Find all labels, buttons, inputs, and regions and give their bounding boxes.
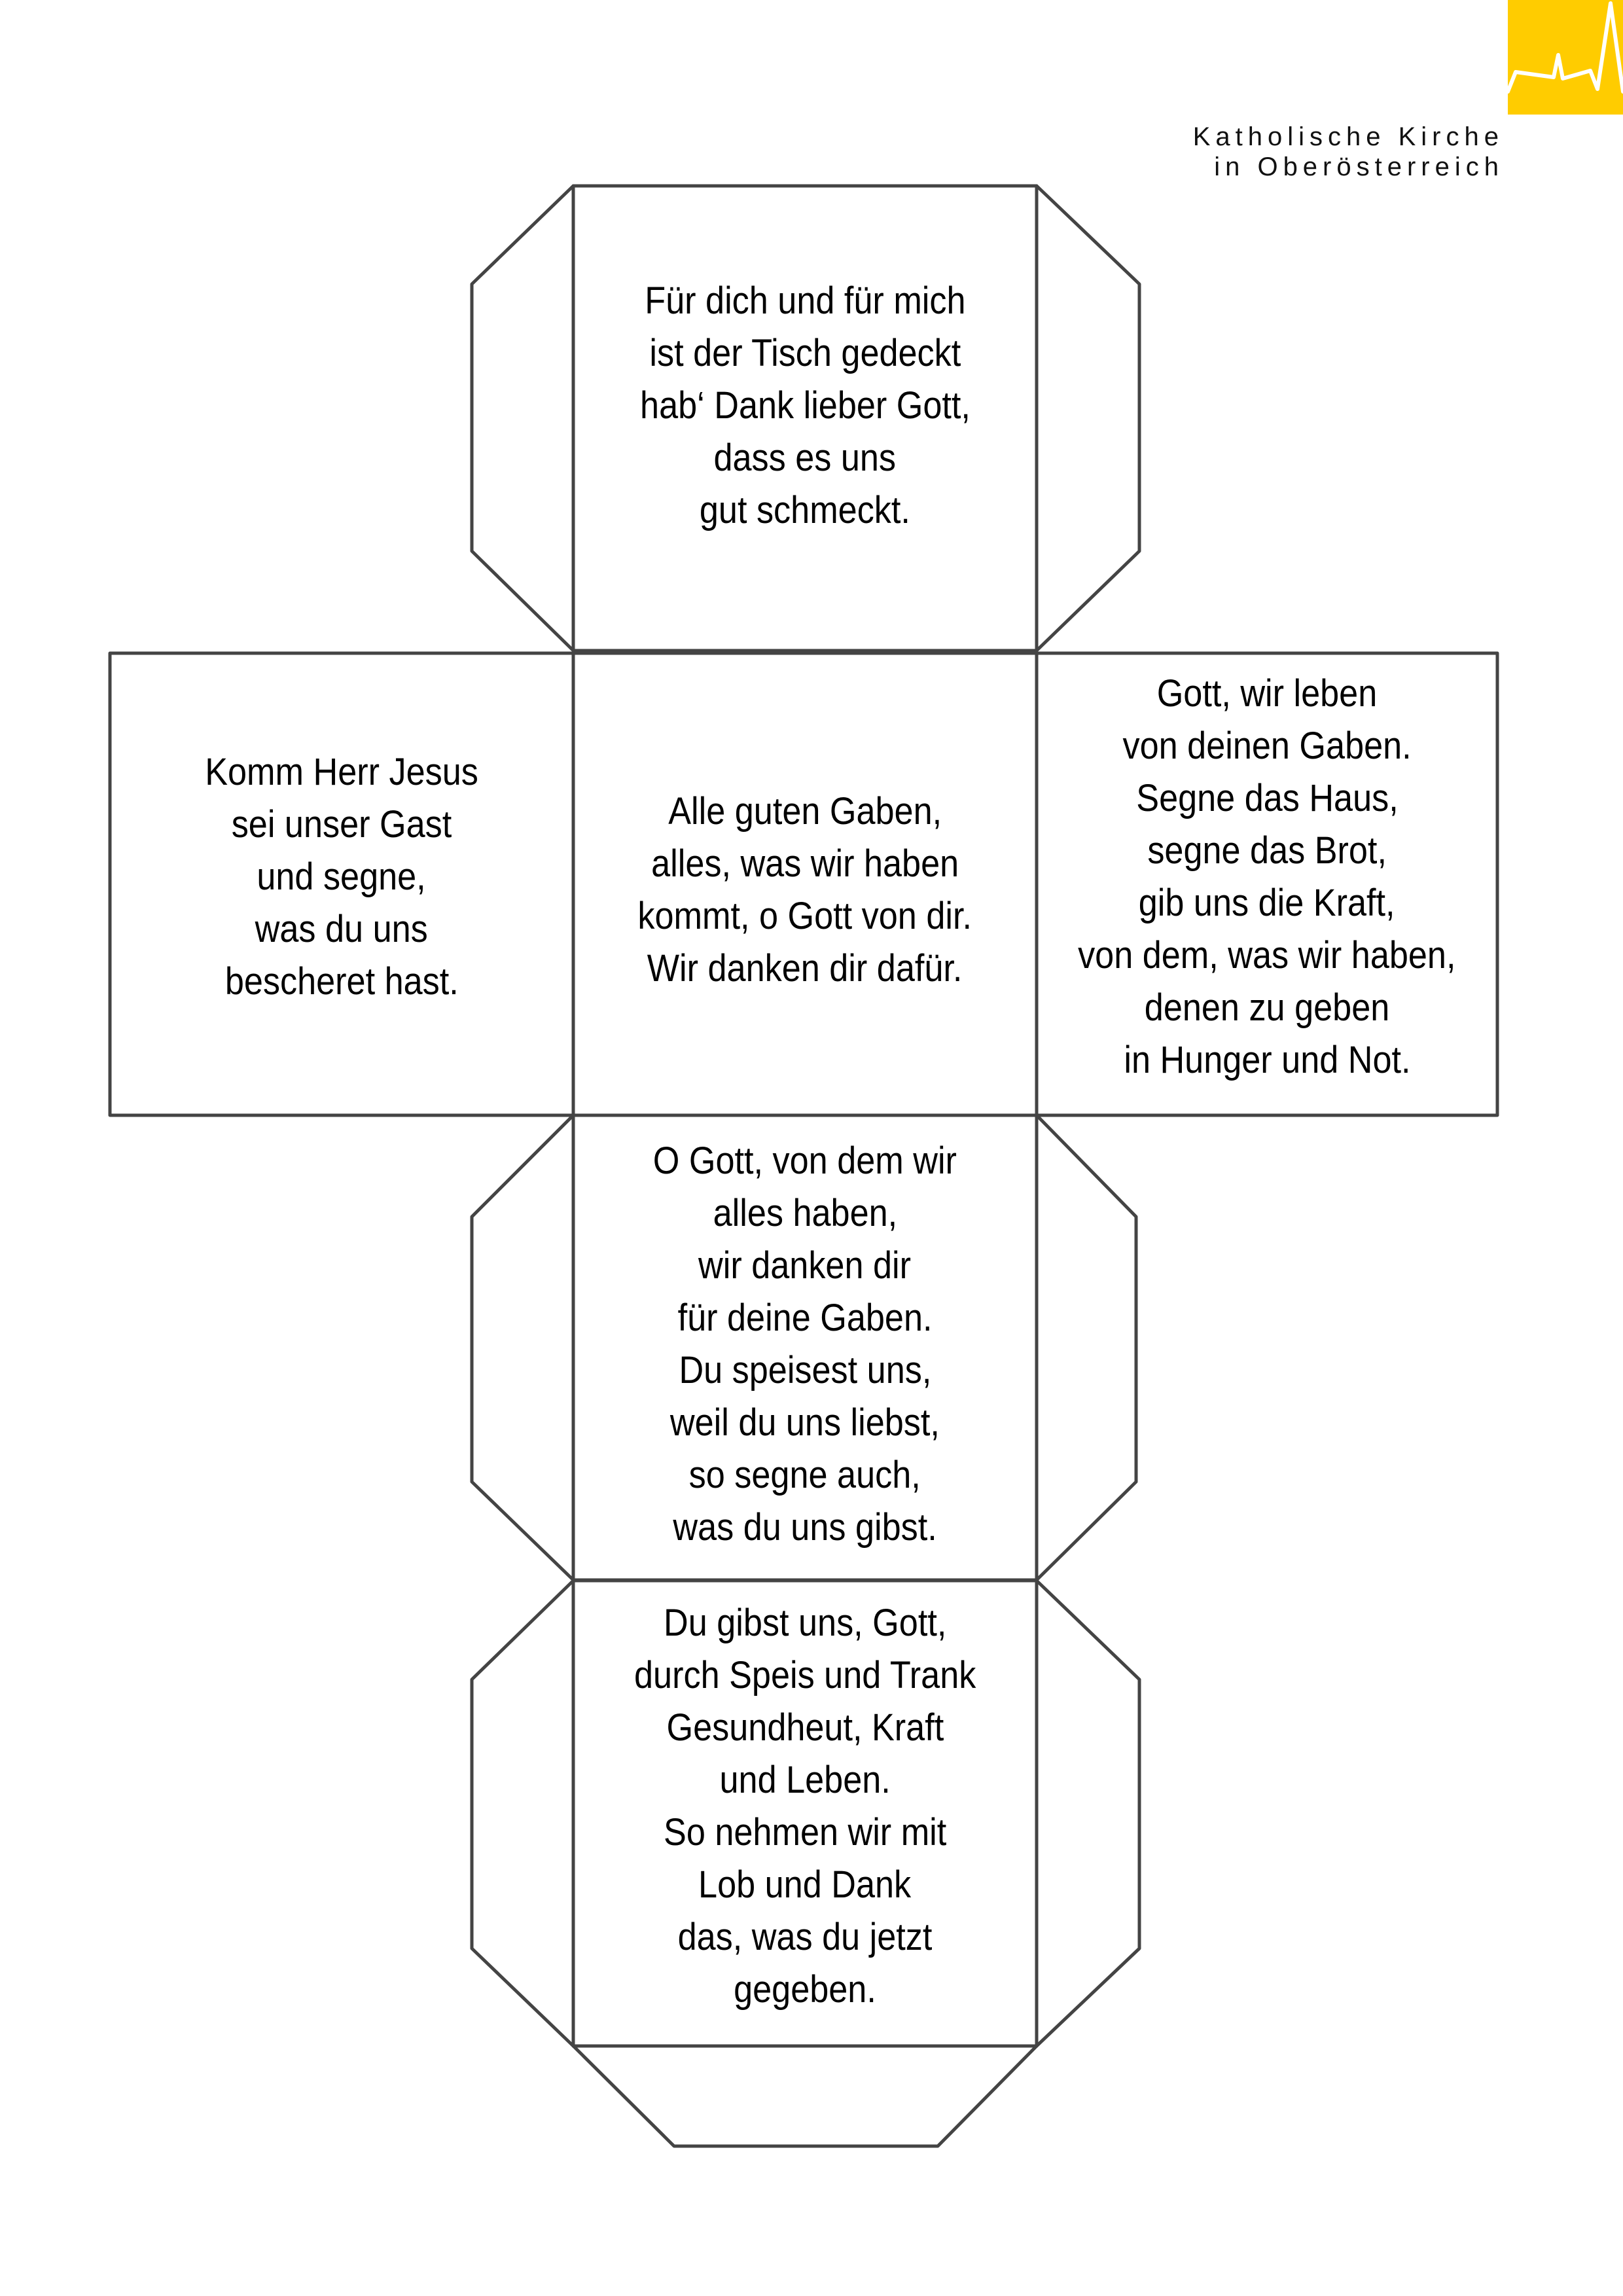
text-line: O Gott, von dem wir	[652, 1139, 957, 1182]
text-line: hab‘ Dank lieber Gott,	[639, 384, 971, 427]
organization-line-1: Katholische Kirche	[1192, 122, 1504, 151]
flap-lower-left	[470, 1113, 575, 1582]
face-right-border	[1035, 651, 1499, 1117]
text-line: gut schmeckt.	[699, 489, 911, 531]
flap-top-right	[1035, 184, 1141, 653]
face-lower-text: O Gott, von dem wir alles haben, wir dan…	[573, 1135, 1037, 1554]
flap-bottom-right	[1035, 1579, 1141, 2048]
text-line: von deinen Gaben.	[1122, 725, 1412, 767]
text-line: und segne,	[257, 855, 427, 898]
text-line: durch Speis und Trank	[633, 1654, 976, 1696]
text-line: Lob und Dank	[698, 1863, 912, 1906]
flap-bottom-left	[470, 1579, 575, 2048]
text-line: segne das Brot,	[1147, 829, 1387, 872]
text-line: sei unser Gast	[231, 803, 452, 846]
text-line: Komm Herr Jesus	[205, 751, 478, 793]
text-line: Du gibst uns, Gott,	[663, 1602, 947, 1644]
text-line: das, was du jetzt	[677, 1916, 933, 1958]
text-line: ist der Tisch gedeckt	[649, 332, 961, 374]
text-line: was du uns	[255, 908, 429, 950]
heartbeat-line-icon	[1506, 1, 1623, 94]
text-line: gegeben.	[734, 1968, 876, 2011]
text-line: denen zu geben	[1144, 986, 1390, 1029]
text-line: und Leben.	[719, 1759, 891, 1801]
text-line: weil du uns liebst,	[669, 1401, 940, 1444]
face-bottom-text: Du gibst uns, Gott, durch Speis und Tran…	[573, 1597, 1037, 2016]
face-top-border	[571, 184, 1039, 653]
face-top-text: Für dich und für mich ist der Tisch gede…	[573, 275, 1037, 537]
text-line: in Hunger und Not.	[1123, 1039, 1411, 1081]
organization-line-2: in Oberösterreich	[1214, 152, 1504, 181]
text-line: von dem, was wir haben,	[1078, 934, 1456, 977]
text-line: Segne das Haus,	[1135, 777, 1399, 819]
text-line: Alle guten Gaben,	[668, 790, 942, 833]
text-line: kommt, o Gott von dir.	[637, 895, 972, 937]
flap-lower-right	[1035, 1113, 1138, 1582]
text-line: gib uns die Kraft,	[1139, 882, 1395, 924]
text-line: für deine Gaben.	[677, 1297, 933, 1339]
face-right-text: Gott, wir leben von deinen Gaben. Segne …	[1037, 668, 1497, 1086]
text-line: alles, was wir haben	[651, 842, 959, 885]
text-line: was du uns gibst.	[673, 1506, 937, 1549]
text-line: Gesundheut, Kraft	[666, 1706, 944, 1749]
face-left-text: Komm Herr Jesus sei unser Gast und segne…	[110, 746, 573, 1008]
face-bottom-border	[571, 1579, 1039, 2048]
text-line: Wir danken dir dafür.	[647, 947, 963, 990]
text-line: Du speisest uns,	[679, 1349, 931, 1391]
face-center-text: Alle guten Gaben, alles, was wir haben k…	[573, 785, 1037, 995]
text-line: dass es uns	[713, 437, 897, 479]
text-line: Für dich und für mich	[644, 279, 966, 322]
text-line: wir danken dir	[698, 1244, 912, 1287]
text-line: Gott, wir leben	[1156, 672, 1378, 715]
text-line: alles haben,	[713, 1192, 897, 1234]
flap-top-left	[470, 184, 575, 653]
text-line: so segne auch,	[688, 1454, 921, 1496]
logo	[1506, 0, 1623, 115]
organization-name: Katholische Kirche in Oberösterreich	[1165, 122, 1504, 182]
text-line: bescheret hast.	[224, 960, 459, 1003]
flap-bottom-base	[571, 2044, 1039, 2148]
text-line: So nehmen wir mit	[663, 1811, 947, 1854]
